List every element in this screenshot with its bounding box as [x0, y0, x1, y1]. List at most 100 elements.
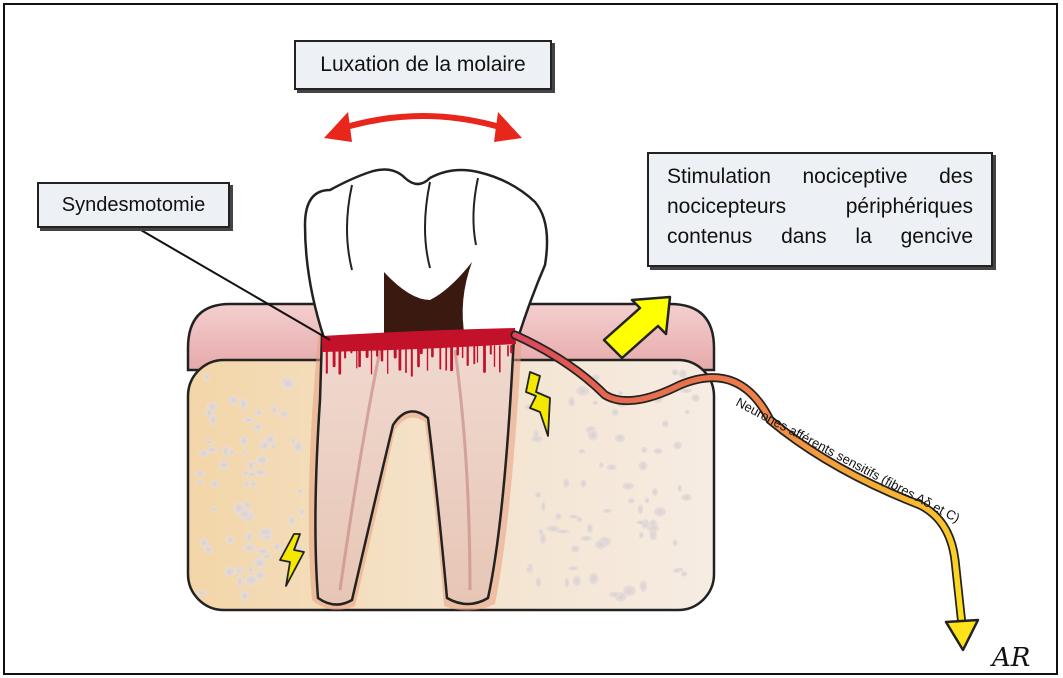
bone-pore [299, 509, 304, 515]
neurones-label: Neurones afférents sensitifs (fibres Aδ … [734, 394, 963, 525]
bone-pore [262, 555, 273, 559]
bone-pore [673, 441, 681, 449]
bone-pore [580, 479, 586, 487]
bone-pore [593, 401, 599, 405]
bone-pore [248, 566, 254, 573]
bone-pore [649, 529, 657, 540]
bone-pore [273, 543, 281, 550]
bone-pore [571, 545, 580, 553]
bone-pore [282, 378, 287, 382]
bone-pore [242, 471, 250, 476]
bone-pore [652, 488, 658, 496]
bone-pore [240, 590, 249, 601]
bone-pore [603, 509, 612, 513]
bone-pore [673, 540, 678, 547]
bone-pore [218, 461, 229, 470]
bone-pore [204, 373, 210, 382]
bone-pore [535, 492, 541, 498]
bone-pore [254, 423, 262, 431]
bone-pore [265, 434, 275, 444]
bone-pore [237, 576, 243, 587]
bone-pore [541, 501, 545, 511]
signature: AR [990, 643, 1030, 673]
bone-pore [254, 558, 266, 568]
bone-pore [555, 513, 562, 520]
bone-pore [297, 489, 304, 493]
bone-pore [628, 498, 635, 503]
stimulation-label: Stimulation nociceptive des nocicepteurs… [647, 152, 993, 267]
bone-pore [293, 441, 302, 452]
bone-pore [242, 418, 254, 423]
bone-pore [671, 369, 678, 376]
bone-pore [678, 485, 682, 492]
bone-pore [199, 450, 209, 458]
bone-pore [685, 410, 690, 414]
bone-pore [556, 530, 570, 534]
bone-pore [636, 520, 647, 524]
bone-pore [245, 575, 258, 586]
bone-pore [662, 420, 669, 427]
bone-pore [225, 567, 236, 577]
bone-pore [563, 479, 569, 488]
bone-pore [204, 545, 212, 555]
bone-pore [599, 462, 604, 468]
bone-pore [569, 515, 579, 519]
bone-pore [228, 396, 238, 405]
bone-pore [639, 461, 648, 471]
bone-pore [242, 449, 247, 454]
bone-pore [256, 548, 269, 554]
bone-pore [587, 524, 593, 534]
bone-pore [573, 575, 581, 586]
bone-pore [196, 480, 205, 484]
bone-pore [271, 443, 276, 450]
bone-pore [681, 494, 692, 501]
bone-pore [244, 480, 248, 489]
bone-pore [526, 567, 532, 572]
bone-pore [211, 507, 216, 513]
bone-pore [611, 409, 618, 416]
bone-pore [638, 504, 643, 514]
bone-pore [210, 480, 218, 488]
bone-pore [271, 406, 278, 414]
bone-pore [539, 529, 543, 535]
bone-pore [208, 446, 218, 453]
bone-pore [236, 569, 241, 574]
bone-pore [645, 498, 650, 503]
syndesmotomie-label: Syndesmotomie [37, 182, 230, 228]
arrow-icon [946, 620, 978, 650]
bone-pore [194, 471, 205, 478]
bone-pore [247, 460, 254, 471]
bone-pore [568, 397, 575, 407]
bone-pore [673, 568, 681, 573]
bone-pore [681, 571, 687, 576]
bone-pore [256, 455, 268, 465]
bone-pore [581, 536, 592, 541]
luxation-label: Luxation de la molaire [294, 40, 552, 90]
stimulation-line-2: nocicepteurs périphériques [667, 192, 973, 222]
bone-pore [243, 545, 256, 552]
bone-pore [639, 532, 644, 539]
bone-pore [239, 510, 251, 519]
bone-pore [259, 528, 273, 537]
bone-pore [654, 507, 666, 517]
bone-pore [531, 436, 543, 443]
bone-pore [691, 394, 700, 402]
bone-pore [536, 577, 542, 587]
arrow-head-left [324, 112, 352, 142]
bone-pore [595, 540, 607, 550]
bone-pore [641, 447, 647, 453]
bone-pore [680, 388, 692, 393]
bone-pore [255, 409, 263, 415]
bone-pore [289, 516, 295, 526]
bone-pore [622, 482, 634, 489]
bone-pore [589, 573, 598, 585]
bone-pore [205, 440, 215, 445]
bone-pore [653, 448, 662, 454]
bone-pore [640, 580, 648, 592]
arrow-head-right [494, 112, 522, 142]
bone-pore [226, 535, 235, 543]
bone-pore [246, 532, 253, 543]
bone-pore [607, 464, 617, 470]
bone-pore [229, 449, 235, 455]
